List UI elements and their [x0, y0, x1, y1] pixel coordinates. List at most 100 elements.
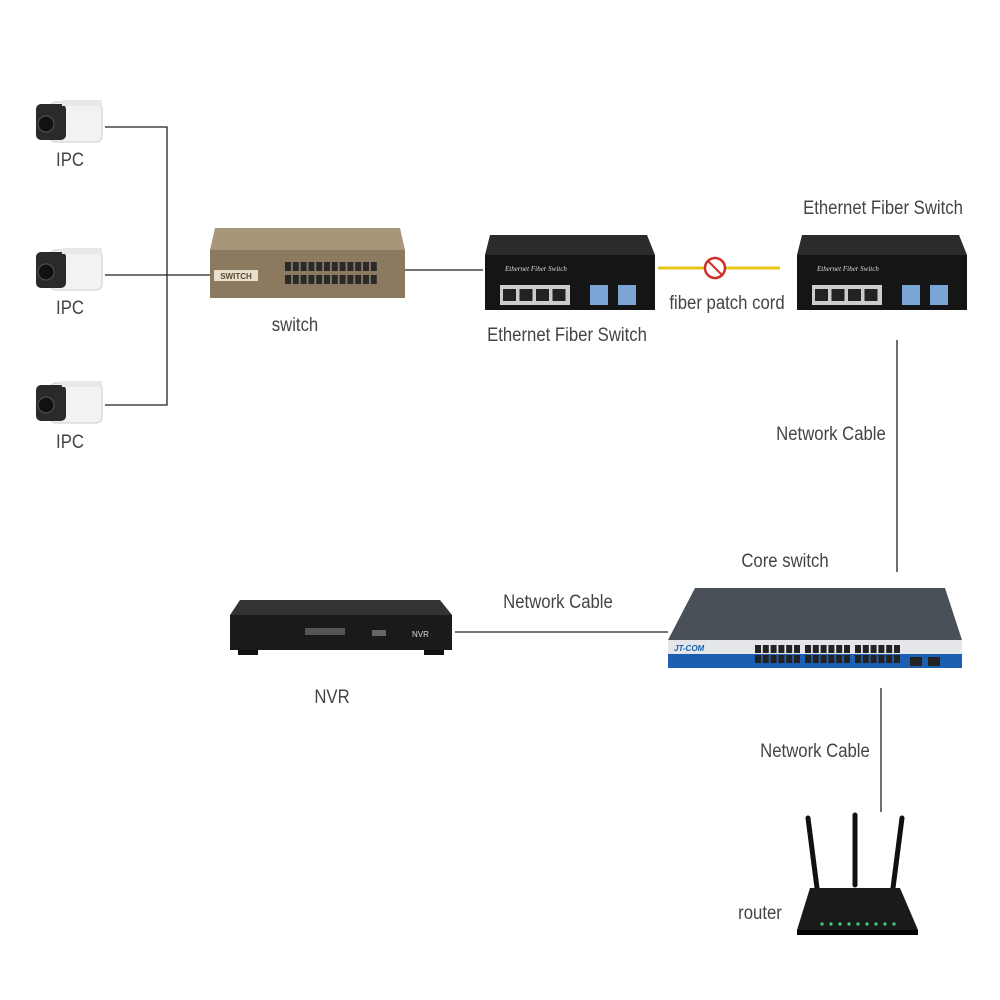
switch-port: [300, 262, 307, 271]
sfp-port: [590, 285, 608, 305]
core-port: [805, 645, 811, 653]
router-led: [838, 922, 842, 926]
nvr-plate: NVR: [412, 630, 429, 639]
fiber-switch-right: Ethernet Fiber Switch: [797, 235, 967, 310]
switch-badge: SWITCH: [220, 272, 252, 281]
core-port: [855, 655, 861, 663]
fiber-switch-left: Ethernet Fiber Switch: [485, 235, 655, 310]
core-port: [812, 645, 819, 653]
switch-port: [347, 262, 354, 271]
ethernet-port: [815, 289, 828, 301]
ip-camera-1: [36, 100, 103, 143]
switch-port: [355, 275, 362, 284]
label-network-cable-3: Network Cable: [760, 741, 870, 762]
switch-port: [355, 262, 362, 271]
core-port: [878, 655, 885, 663]
label-fiber-patch-cord: fiber patch cord: [669, 293, 785, 314]
core-port: [770, 645, 777, 653]
label-ipc-2: IPC: [56, 298, 84, 319]
core-port: [870, 645, 877, 653]
label-router: router: [738, 903, 782, 924]
ethernet-port: [536, 289, 549, 301]
router-led: [820, 922, 824, 926]
core-port: [886, 645, 893, 653]
router-led: [856, 922, 860, 926]
ethernet-port: [848, 289, 861, 301]
switch-port: [316, 262, 323, 271]
ethernet-port: [503, 289, 516, 301]
core-port: [870, 655, 877, 663]
core-port: [886, 655, 893, 663]
ethernet-port: [552, 289, 566, 301]
label-fiber-switch-2: Ethernet Fiber Switch: [803, 198, 963, 219]
label-network-cable-1: Network Cable: [776, 424, 886, 445]
core-port: [812, 655, 819, 663]
ethernet-port: [864, 289, 878, 301]
core-port: [778, 655, 785, 663]
access-switch: SWITCH: [210, 228, 405, 298]
switch-port: [285, 262, 291, 271]
switch-port: [316, 275, 323, 284]
core-port: [786, 655, 793, 663]
switch-port: [363, 262, 369, 271]
core-brand: JT-COM: [674, 644, 705, 653]
switch-port: [363, 275, 369, 284]
router-device: [797, 812, 918, 935]
label-fiber-switch-1: Ethernet Fiber Switch: [487, 325, 647, 346]
core-port: [844, 645, 850, 653]
core-port: [770, 655, 777, 663]
switch-port: [324, 275, 330, 284]
core-sfp-port: [928, 657, 940, 666]
router-led: [829, 922, 833, 926]
switch-port: [308, 275, 315, 284]
core-port: [862, 645, 869, 653]
router-led: [865, 922, 869, 926]
router-led: [892, 922, 896, 926]
core-port: [862, 655, 869, 663]
switch-port: [292, 262, 299, 271]
switch-port: [324, 262, 330, 271]
core-port: [844, 655, 850, 663]
ethernet-port: [831, 289, 845, 301]
sfp-port: [902, 285, 920, 305]
core-port: [755, 655, 761, 663]
switch-port: [370, 262, 377, 271]
ip-camera-3: [36, 381, 103, 424]
core-port: [762, 645, 769, 653]
switch-port: [292, 275, 299, 284]
switch-port: [370, 275, 377, 284]
core-port: [828, 655, 835, 663]
fiber-switch-plate: Ethernet Fiber Switch: [816, 265, 879, 273]
router-led: [883, 922, 887, 926]
switch-port: [339, 275, 346, 284]
router-led: [847, 922, 851, 926]
label-network-cable-2: Network Cable: [503, 592, 613, 613]
switch-port: [308, 262, 315, 271]
nvr-device: NVR: [230, 600, 452, 655]
label-switch: switch: [271, 315, 319, 336]
switch-port: [300, 275, 307, 284]
fiber-switch-plate: Ethernet Fiber Switch: [504, 265, 567, 273]
switch-port: [331, 262, 338, 271]
connection-lines: [105, 126, 898, 812]
core-port: [794, 645, 800, 653]
core-port: [878, 645, 885, 653]
core-port: [762, 655, 769, 663]
switch-port: [347, 275, 354, 284]
core-port: [794, 655, 800, 663]
core-port: [820, 645, 827, 653]
core-port: [755, 645, 761, 653]
core-sfp-port: [910, 657, 922, 666]
core-port: [836, 655, 843, 663]
label-core-switch: Core switch: [741, 551, 829, 572]
core-port: [786, 645, 793, 653]
core-port: [894, 655, 900, 663]
core-port: [828, 645, 835, 653]
ethernet-port: [519, 289, 533, 301]
core-port: [820, 655, 827, 663]
label-nvr: NVR: [314, 687, 350, 708]
fiber-icon: [703, 256, 727, 280]
sfp-port: [930, 285, 948, 305]
